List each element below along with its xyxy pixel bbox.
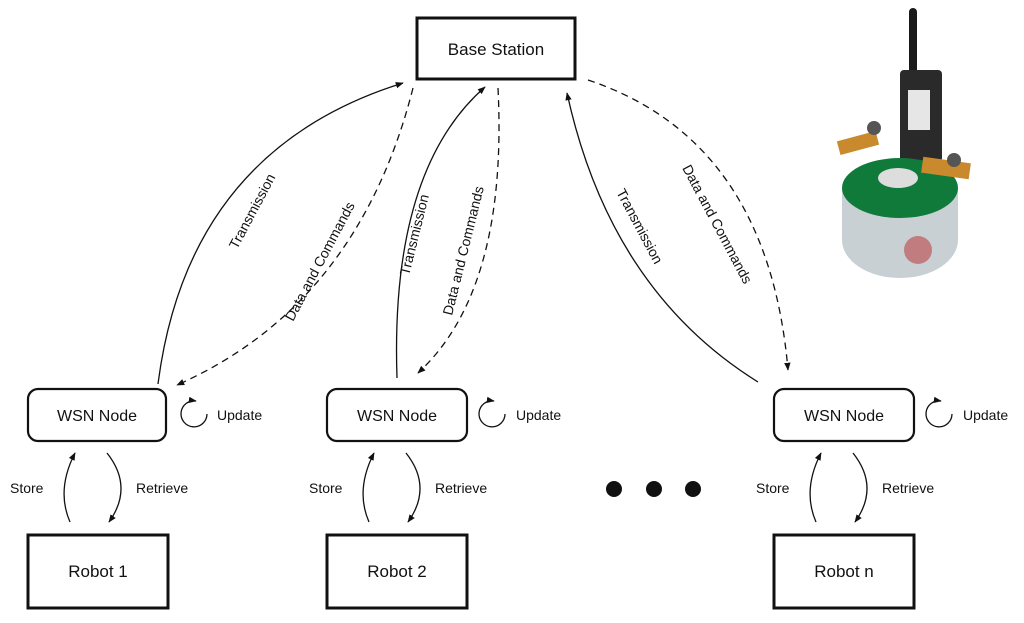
retrieve-label-1: Retrieve bbox=[136, 480, 188, 496]
transmission-edge-n bbox=[565, 92, 759, 383]
base-station-label: Base Station bbox=[448, 40, 544, 59]
transmission-label-2: Transmission bbox=[396, 193, 432, 277]
ellipsis-dots bbox=[606, 481, 701, 497]
update-label-n: Update bbox=[963, 407, 1008, 423]
update-label-1: Update bbox=[217, 407, 262, 423]
wsn-node-1-label: WSN Node bbox=[57, 408, 137, 425]
update-label-2: Update bbox=[516, 407, 561, 423]
robot-2-box[interactable]: Robot 2 bbox=[325, 533, 469, 610]
wsn-node-2-label: WSN Node bbox=[357, 408, 437, 425]
transmission-edge-1 bbox=[157, 82, 404, 385]
store-label-1: Store bbox=[10, 480, 44, 496]
transmission-label-n: Transmission bbox=[613, 186, 666, 267]
robot-n-box[interactable]: Robot n bbox=[772, 533, 916, 610]
base-station[interactable]: Base Station bbox=[415, 16, 577, 81]
update-loop-icon-2 bbox=[478, 396, 506, 428]
transmission-edge-2 bbox=[395, 86, 486, 379]
update-loop-icon-n bbox=[925, 396, 953, 428]
robot-1-box[interactable]: Robot 1 bbox=[26, 533, 170, 610]
retrieve-arrow-1 bbox=[106, 452, 122, 523]
retrieve-arrow-2 bbox=[405, 452, 421, 523]
robot-photo-icon bbox=[836, 8, 971, 278]
data-commands-edge-1 bbox=[176, 87, 414, 386]
data-commands-label-n: Data and Commands bbox=[679, 162, 755, 286]
store-label-2: Store bbox=[309, 480, 343, 496]
store-arrow-2 bbox=[362, 452, 375, 523]
data-commands-edge-2 bbox=[417, 87, 500, 374]
wsn-node-n[interactable]: WSN Node bbox=[772, 387, 916, 443]
store-label-n: Store bbox=[756, 480, 790, 496]
retrieve-arrow-n bbox=[852, 452, 868, 523]
store-arrow-1 bbox=[63, 452, 76, 523]
robot-2-label: Robot 2 bbox=[367, 562, 427, 581]
robot-1-label: Robot 1 bbox=[68, 562, 128, 581]
retrieve-label-2: Retrieve bbox=[435, 480, 487, 496]
data-commands-label-1: Data and Commands bbox=[282, 199, 358, 323]
wsn-node-1[interactable]: WSN Node bbox=[26, 387, 168, 443]
store-arrow-n bbox=[809, 452, 822, 523]
data-commands-edge-n bbox=[587, 79, 791, 371]
transmission-label-1: Transmission bbox=[226, 171, 279, 252]
data-commands-label-2: Data and Commands bbox=[439, 184, 487, 316]
robot-n-label: Robot n bbox=[814, 562, 874, 581]
retrieve-label-n: Retrieve bbox=[882, 480, 934, 496]
wsn-node-n-label: WSN Node bbox=[804, 408, 884, 425]
update-loop-icon-1 bbox=[180, 396, 208, 428]
wsn-node-2[interactable]: WSN Node bbox=[325, 387, 469, 443]
